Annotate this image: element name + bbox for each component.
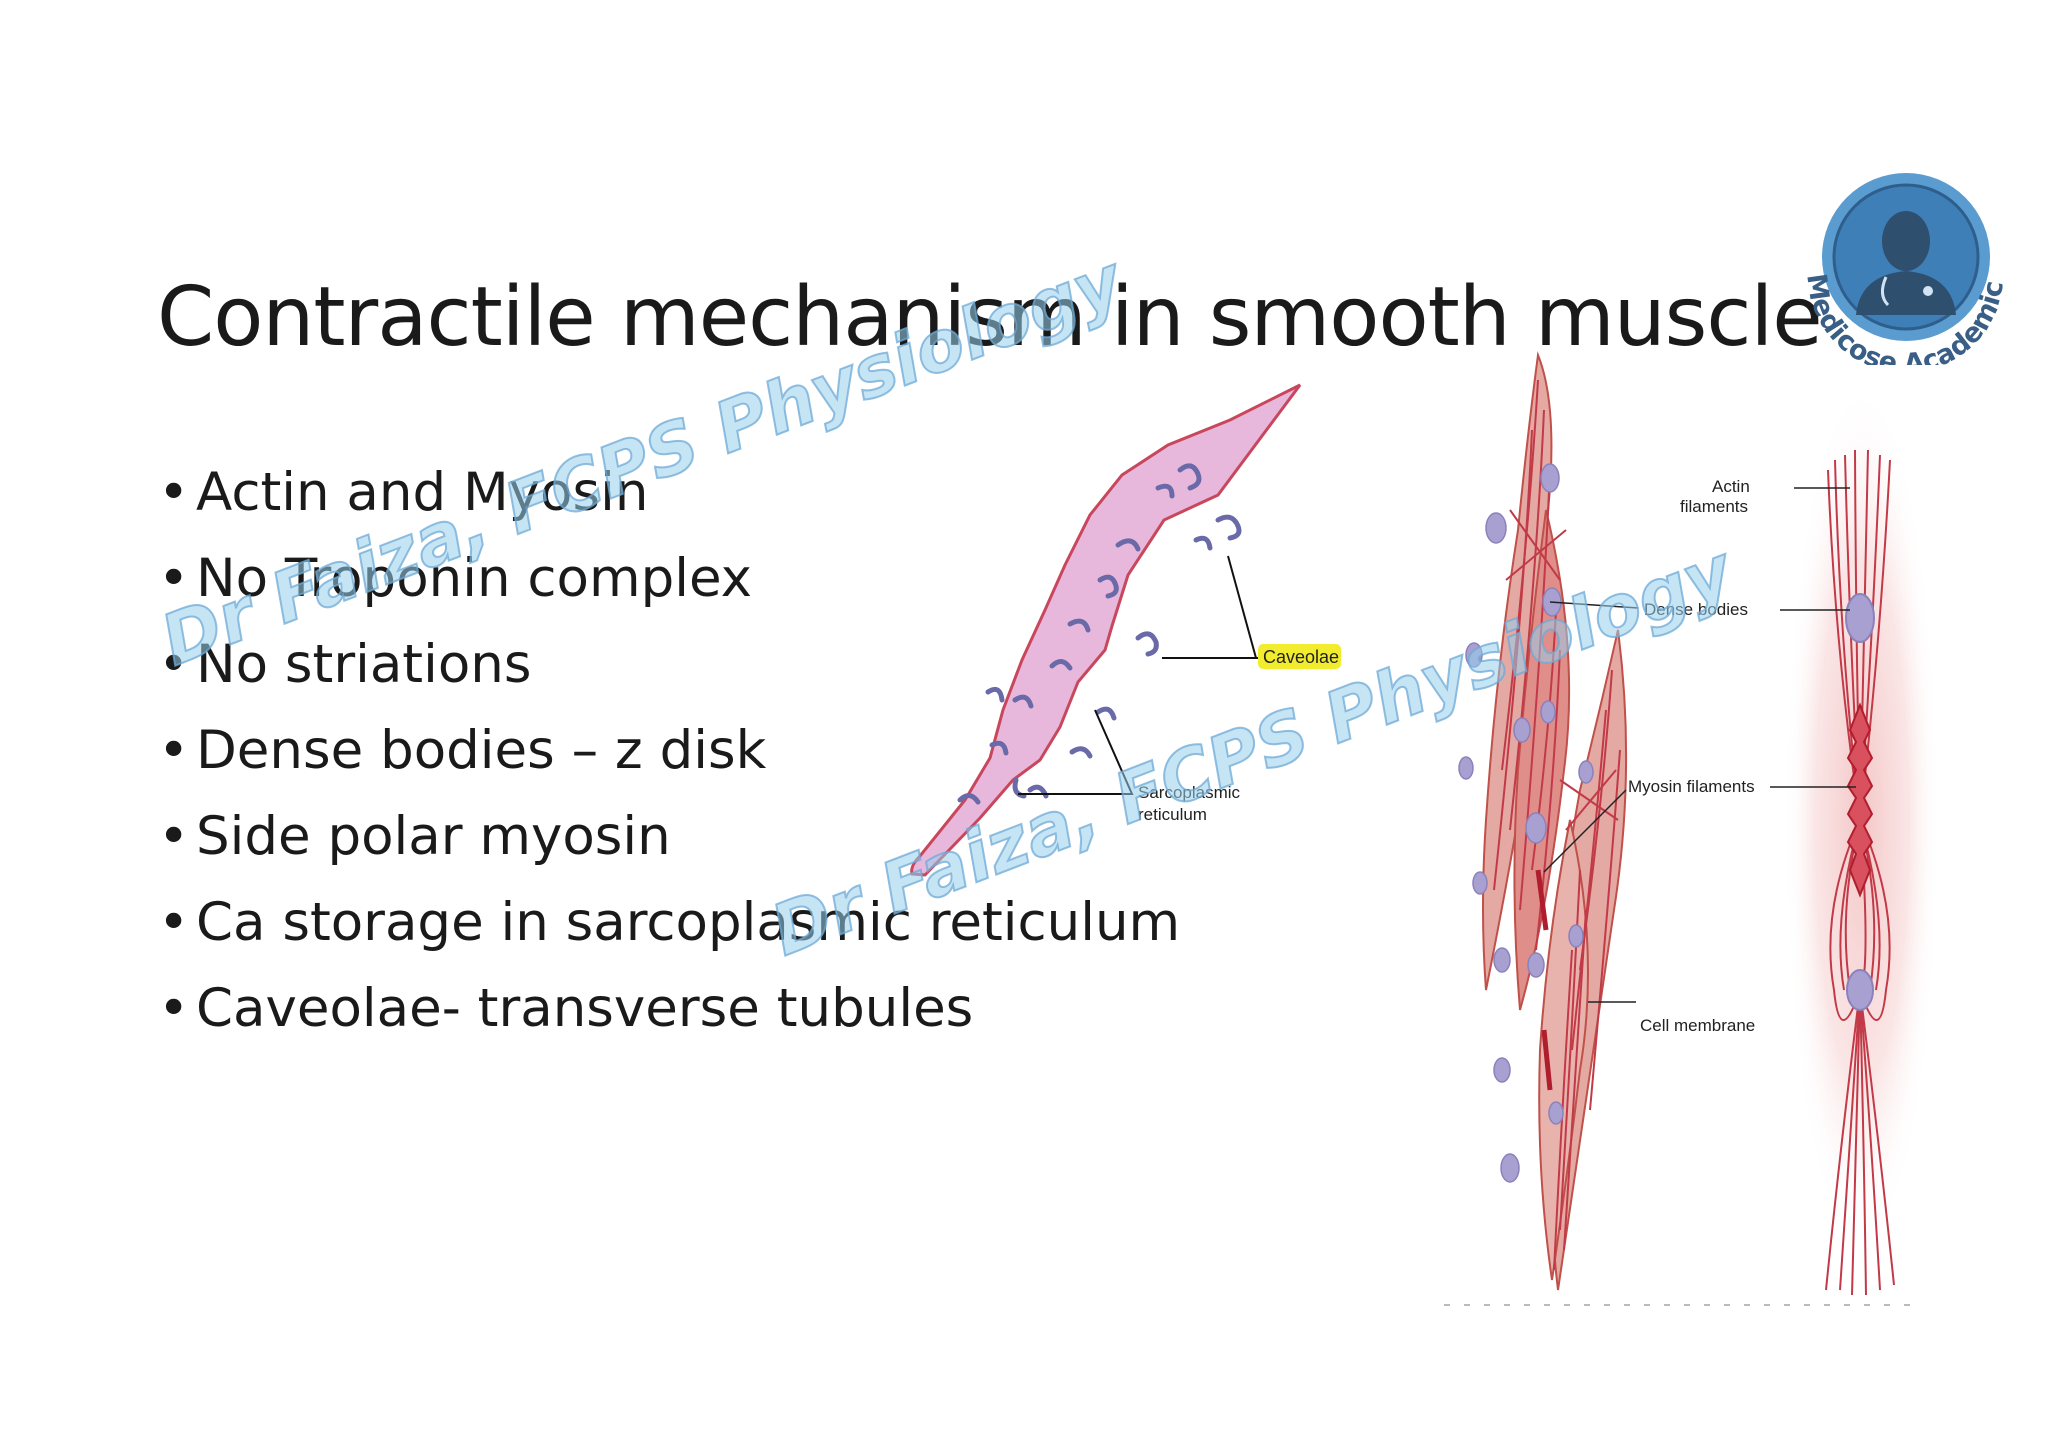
smooth-muscle-filaments-figure: Actin filaments Dense bodies Myosin fila… (1444, 351, 1940, 1306)
bullet-item: •Caveolae- transverse tubules (158, 974, 1180, 1060)
myosin-filaments-label: Myosin filaments (1628, 777, 1755, 796)
dense-body (1578, 760, 1594, 784)
dense-body (1846, 969, 1874, 1011)
medicose-academics-logo: Medicose Academics (1778, 165, 2010, 365)
dense-body (1472, 871, 1488, 895)
dense-body (1568, 924, 1584, 948)
actin-label-line2: filaments (1680, 497, 1748, 516)
dense-body (1548, 1101, 1564, 1125)
bullet-dot: • (158, 892, 190, 953)
muscle-fiber-bundle (1458, 351, 1628, 1291)
dense-body (1845, 593, 1875, 643)
isolated-contractile-unit (1784, 380, 1940, 1296)
bullet-text: Dense bodies – z disk (196, 720, 767, 781)
doctor-icon (1856, 211, 1956, 315)
bullet-item: •Ca storage in sarcoplasmic reticulum (158, 888, 1180, 974)
dense-body (1465, 642, 1483, 668)
sr-label-line2: reticulum (1138, 805, 1207, 824)
bullet-text: Caveolae- transverse tubules (196, 978, 974, 1039)
dense-body (1493, 1057, 1511, 1083)
right-leader-lines (1543, 487, 1856, 1003)
bullet-text: Actin and Myosin (196, 462, 649, 523)
bullet-dot: • (158, 462, 190, 523)
smooth-muscle-cell-figure: Caveolae Sarcoplasmic reticulum (910, 383, 1341, 877)
bullet-dot: • (158, 720, 190, 781)
cell-body (910, 383, 1302, 877)
sr-label-line1: Sarcoplasmic (1138, 783, 1241, 802)
dense-bodies (1458, 463, 1594, 1183)
bullet-list: •Actin and Myosin •No Troponin complex •… (158, 458, 1180, 1060)
caveolae-label-highlight (1258, 644, 1341, 669)
slide-title: Contractile mechanism in smooth muscle (157, 270, 1823, 365)
actin-label-line1: Actin (1712, 477, 1750, 496)
dense-bodies-label: Dense bodies (1644, 600, 1748, 619)
bullet-dot: • (158, 806, 190, 867)
bullet-dot: • (158, 978, 190, 1039)
dense-body (1485, 512, 1507, 544)
bullet-item: •No striations (158, 630, 1180, 716)
bullet-text: Ca storage in sarcoplasmic reticulum (196, 892, 1181, 953)
caveolae-group (957, 463, 1242, 805)
bullet-item: •No Troponin complex (158, 544, 1180, 630)
bullet-text: Side polar myosin (196, 806, 671, 867)
caveolae-label: Caveolae (1263, 647, 1339, 667)
dense-body (1525, 812, 1547, 844)
dense-body (1493, 947, 1511, 973)
bullet-item: •Dense bodies – z disk (158, 716, 1180, 802)
bullet-dot: • (158, 634, 190, 695)
cell-membrane-label: Cell membrane (1640, 1016, 1755, 1035)
dense-body (1458, 756, 1474, 780)
bullet-text: No striations (196, 634, 532, 695)
actin-filaments-bundle (1493, 379, 1621, 1271)
dense-body (1540, 463, 1560, 493)
bullet-dot: • (158, 548, 190, 609)
bullet-item: •Side polar myosin (158, 802, 1180, 888)
bullet-text: No Troponin complex (196, 548, 752, 609)
dense-body (1513, 717, 1531, 743)
myosin-filament (1846, 702, 1874, 898)
bullet-item: •Actin and Myosin (158, 458, 1180, 544)
dense-body (1500, 1153, 1520, 1183)
dense-body (1540, 700, 1556, 724)
myosin-filaments-small (1535, 869, 1553, 1091)
dense-body (1527, 952, 1545, 978)
